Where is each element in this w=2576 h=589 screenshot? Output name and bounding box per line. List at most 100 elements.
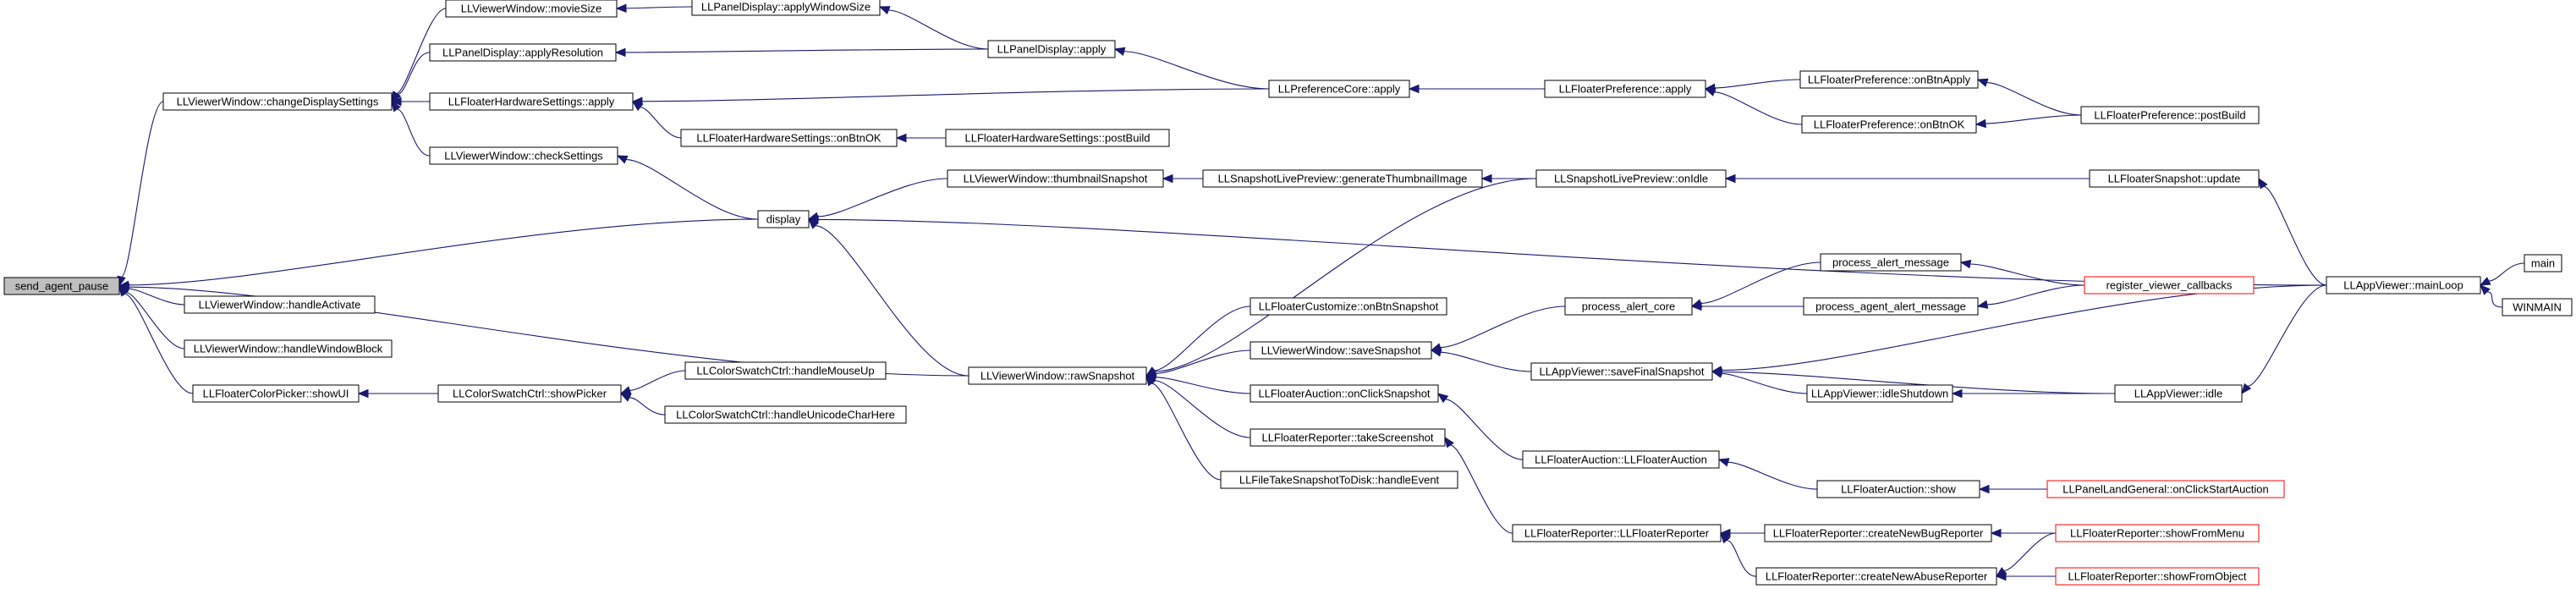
node-vw_thumbnailSnapshot[interactable]: LLViewerWindow::thumbnailSnapshot [947,169,1164,188]
node-csc_showPicker[interactable]: LLColorSwatchCtrl::showPicker [437,384,622,403]
node-label-fp_onBtnOK: LLFloaterPreference::onBtnOK [1814,118,1965,131]
node-label-fa_LLFloaterAuction: LLFloaterAuction::LLFloaterAuction [1535,454,1707,466]
node-box-fr_LLFloaterReporter [1512,524,1722,542]
node-box-fcust_onBtnSnapshot [1250,297,1447,316]
node-fp_postBuild[interactable]: LLFloaterPreference::postBuild [2080,106,2260,124]
node-box-process_agent_alert_message [1803,297,1979,316]
node-plg_onClickStartAuction[interactable]: LLPanelLandGeneral::onClickStartAuction [2046,480,2285,498]
node-vw_checkSettings[interactable]: LLViewerWindow::checkSettings [429,146,618,165]
node-vw_changeDisplaySettings[interactable]: LLViewerWindow::changeDisplaySettings [162,92,393,111]
node-prefcore_apply[interactable]: LLPreferenceCore::apply [1268,80,1410,98]
node-box-av_saveFinalSnapshot [1530,362,1713,381]
node-av_saveFinalSnapshot[interactable]: LLAppViewer::saveFinalSnapshot [1530,362,1713,381]
node-label-winmain: WINMAIN [2513,301,2562,314]
arrowhead-fp_onBtnOK [1975,118,1986,129]
node-ftstd_handleEvent[interactable]: LLFileTakeSnapshotToDisk::handleEvent [1220,471,1458,489]
node-fr_LLFloaterReporter[interactable]: LLFloaterReporter::LLFloaterReporter [1512,524,1722,542]
node-vw_saveSnapshot[interactable]: LLViewerWindow::saveSnapshot [1250,341,1432,360]
node-fr_createNewAbuseReporter[interactable]: LLFloaterReporter::createNewAbuseReporte… [1755,567,1997,586]
node-label-process_alert_message: process_alert_message [1832,256,1949,269]
node-pd_apply[interactable]: LLPanelDisplay::apply [987,40,1116,58]
node-vw_handleActivate[interactable]: LLViewerWindow::handleActivate [184,295,376,314]
node-slp_generateThumbnailImage[interactable]: LLSnapshotLivePreview::generateThumbnail… [1202,169,1483,188]
node-fa_LLFloaterAuction[interactable]: LLFloaterAuction::LLFloaterAuction [1522,450,1720,469]
node-label-fhs_postBuild: LLFloaterHardwareSettings::postBuild [965,132,1151,145]
edge-fr_LLFloaterReporter-to-fr_takeScreenshot [1450,444,1513,534]
node-fp_apply[interactable]: LLFloaterPreference::apply [1544,80,1706,98]
arrowhead-fr_createNewAbuseReporter [1995,571,2007,581]
node-slp_onIdle[interactable]: LLSnapshotLivePreview::onIdle [1535,169,1727,188]
node-box-fp_onBtnOK [1801,115,1977,134]
node-label-slp_onIdle: LLSnapshotLivePreview::onIdle [1554,173,1708,185]
node-label-av_idle: LLAppViewer::idle [2134,388,2223,400]
node-main[interactable]: main [2524,254,2562,272]
node-fr_showFromObject[interactable]: LLFloaterReporter::showFromObject [2055,567,2260,586]
node-label-fr_showFromObject: LLFloaterReporter::showFromObject [2068,570,2247,583]
node-box-fa_onClickSnapshot [1250,384,1439,403]
arrowhead-fhs_onBtnOK [895,133,907,143]
node-fp_onBtnApply[interactable]: LLFloaterPreference::onBtnApply [1799,70,1979,89]
node-fr_createNewBugReporter[interactable]: LLFloaterReporter::createNewBugReporter [1764,524,1992,542]
edge-csc_handleMouseUp-to-csc_showPicker [629,370,686,391]
node-fp_onBtnOK[interactable]: LLFloaterPreference::onBtnOK [1801,115,1977,134]
node-label-pd_apply: LLPanelDisplay::apply [997,43,1107,56]
edge-vw_movieSize-to-vw_changeDisplaySettings [396,8,447,95]
node-fa_onClickSnapshot[interactable]: LLFloaterAuction::onClickSnapshot [1250,384,1439,403]
node-box-slp_generateThumbnailImage [1202,169,1483,188]
edge-av_idle-to-av_saveFinalSnapshot [1721,372,2116,394]
node-process_agent_alert_message[interactable]: process_agent_alert_message [1803,297,1979,316]
arrowhead-pd_apply [1113,47,1126,56]
node-av_idle[interactable]: LLAppViewer::idle [2114,384,2243,403]
node-vw_movieSize[interactable]: LLViewerWindow::movieSize [445,0,618,18]
node-winmain[interactable]: WINMAIN [2502,298,2573,317]
edge-vw_saveSnapshot-to-vw_rawSnapshot [1155,350,1251,374]
arrowhead-vw_changeDisplaySettings [391,100,401,113]
node-label-fr_LLFloaterReporter: LLFloaterReporter::LLFloaterReporter [1524,527,1710,540]
node-label-plg_onClickStartAuction: LLPanelLandGeneral::onClickStartAuction [2062,483,2269,496]
edges-layer [117,3,2525,581]
node-fcust_onBtnSnapshot[interactable]: LLFloaterCustomize::onBtnSnapshot [1250,297,1447,316]
node-fa_show[interactable]: LLFloaterAuction::show [1816,480,1980,498]
node-label-vw_handleActivate: LLViewerWindow::handleActivate [199,299,361,311]
node-csc_handleUnicodeCharHere[interactable]: LLColorSwatchCtrl::handleUnicodeCharHere [664,405,907,424]
node-av_mainLoop[interactable]: LLAppViewer::mainLoop [2326,276,2481,294]
node-fr_takeScreenshot[interactable]: LLFloaterReporter::takeScreenshot [1250,428,1446,447]
node-label-fr_createNewBugReporter: LLFloaterReporter::createNewBugReporter [1773,527,1984,540]
node-register_viewer_callbacks[interactable]: register_viewer_callbacks [2084,276,2255,294]
node-fhs_onBtnOK[interactable]: LLFloaterHardwareSettings::onBtnOK [680,129,898,147]
node-box-fa_show [1816,480,1980,498]
node-box-fhs_postBuild [945,129,1170,147]
node-box-main [2524,254,2562,272]
arrowhead-av_mainLoop [2480,284,2491,295]
node-fcp_showUI[interactable]: LLFloaterColorPicker::showUI [192,384,360,403]
node-pd_applyResolution[interactable]: LLPanelDisplay::applyResolution [429,43,617,62]
node-vw_handleWindowBlock[interactable]: LLViewerWindow::handleWindowBlock [184,339,393,358]
node-fr_showFromMenu[interactable]: LLFloaterReporter::showFromMenu [2055,524,2260,542]
node-box-csc_showPicker [437,384,622,403]
edge-fr_takeScreenshot-to-vw_rawSnapshot [1154,380,1251,438]
node-fs_update[interactable]: LLFloaterSnapshot::update [2089,169,2260,188]
node-label-fp_onBtnApply: LLFloaterPreference::onBtnApply [1808,74,1971,86]
node-box-plg_onClickStartAuction [2046,480,2285,498]
node-label-fhs_onBtnOK: LLFloaterHardwareSettings::onBtnOK [696,132,882,145]
arrowhead-fa_LLFloaterAuction [1717,458,1730,467]
arrowhead-av_saveFinalSnapshot [1711,367,1722,377]
node-csc_handleMouseUp[interactable]: LLColorSwatchCtrl::handleMouseUp [684,361,887,380]
edge-av_mainLoop-to-av_idle [2247,284,2327,387]
node-fhs_apply[interactable]: LLFloaterHardwareSettings::apply [429,92,634,111]
edge-fa_LLFloaterAuction-to-fa_onClickSnapshot [1445,399,1524,460]
node-pd_applyWindowSize[interactable]: LLPanelDisplay::applyWindowSize [691,0,881,16]
edge-fp_onBtnApply-to-fp_apply [1714,79,1801,89]
node-vw_rawSnapshot[interactable]: LLViewerWindow::rawSnapshot [968,366,1147,385]
node-process_alert_core[interactable]: process_alert_core [1564,297,1693,316]
node-process_alert_message[interactable]: process_alert_message [1820,253,1962,272]
node-fhs_postBuild[interactable]: LLFloaterHardwareSettings::postBuild [945,129,1170,147]
edge-vw_changeDisplaySettings-to-send_agent_pause [121,101,164,278]
node-send_agent_pause[interactable]: send_agent_pause [3,277,120,295]
edge-process_alert_message-to-process_alert_core [1700,261,1821,304]
node-display[interactable]: display [757,210,810,228]
node-av_idleShutdown[interactable]: LLAppViewer::idleShutdown [1806,384,1953,403]
arrowhead-slp_generateThumbnailImage [1480,173,1492,184]
edge-winmain-to-av_mainLoop [2486,291,2503,308]
